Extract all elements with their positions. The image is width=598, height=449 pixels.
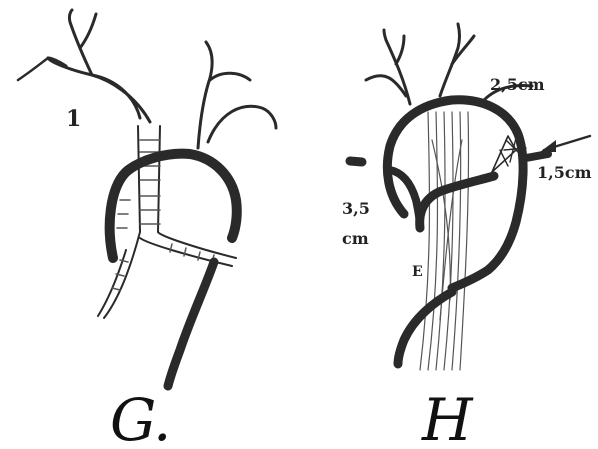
panel-h-esophagus	[420, 112, 469, 370]
panel-h-measure-top: 2,5cm	[490, 75, 545, 94]
panel-h-arrow	[540, 136, 590, 152]
panel-h: 2,5cm 1,5cm 3,5 cm E H	[342, 24, 592, 449]
arrow-head-icon	[540, 140, 556, 152]
panel-h-esophagus-label: E	[412, 264, 423, 280]
panel-h-measure-left-unit: cm	[342, 229, 369, 248]
panel-g-letter: G	[110, 386, 156, 449]
panel-g-left-branches	[18, 10, 150, 122]
panel-h-letter: H	[421, 386, 474, 449]
panel-g: 1 G .	[18, 10, 276, 449]
panel-g-punct: .	[153, 386, 171, 449]
panel-h-measure-left-value: 3,5	[342, 199, 370, 218]
panel-h-measure-right: 1,5cm	[537, 163, 592, 182]
panel-g-vessel-label: 1	[66, 106, 81, 132]
panel-g-right-branches	[198, 42, 276, 148]
